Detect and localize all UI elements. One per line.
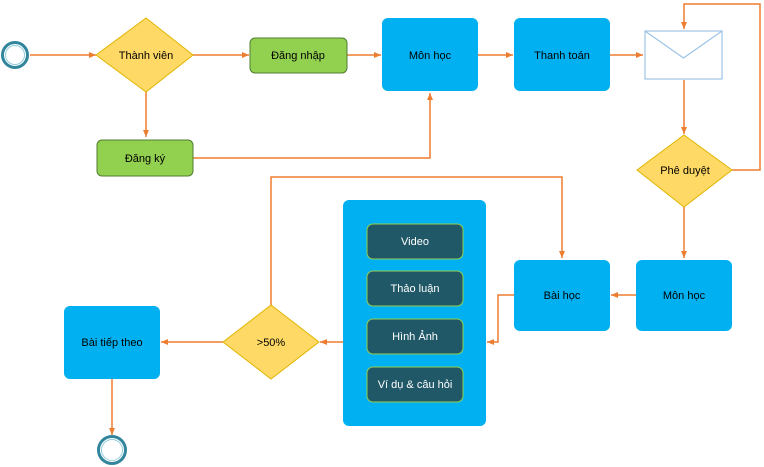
image-item: Hình Ảnh	[366, 318, 464, 355]
example-label: Ví dụ & câu hỏi	[378, 379, 453, 391]
login-box: Đăng nhập	[249, 37, 348, 74]
connectors	[30, 3, 761, 435]
lesson-box: Bài học	[514, 260, 610, 331]
arrow-approve-loop	[681, 3, 761, 171]
next-lesson-box: Bài tiếp theo	[64, 306, 160, 379]
member-label: Thành viên	[119, 50, 173, 62]
next-lesson-label: Bài tiếp theo	[81, 337, 142, 349]
course-bottom-label: Môn học	[663, 290, 706, 302]
discussion-item: Thảo luận	[366, 270, 464, 307]
video-item: Video	[366, 223, 464, 260]
start-event-icon	[1, 41, 29, 69]
image-label: Hình Ảnh	[392, 330, 438, 343]
lesson-content-group: Video Thảo luận Hình Ảnh Ví dụ & câu hỏi	[343, 200, 486, 426]
threshold-decision: >50%	[222, 304, 320, 380]
end-event-icon	[97, 435, 127, 465]
register-label: Đăng ký	[125, 153, 166, 165]
course-box-top: Môn học	[382, 18, 478, 91]
course-top-label: Môn học	[409, 50, 452, 62]
envelope-icon	[644, 30, 723, 80]
member-decision: Thành viên	[95, 17, 194, 93]
approve-label: Phê duyệt	[660, 165, 710, 177]
threshold-label: >50%	[257, 337, 286, 349]
example-item: Ví dụ & câu hỏi	[366, 366, 464, 403]
discussion-label: Thảo luận	[391, 283, 440, 295]
approve-decision: Phê duyệt	[636, 134, 733, 208]
login-label: Đăng nhập	[271, 50, 325, 62]
arrow-threshold-lesson	[270, 176, 565, 305]
payment-box: Thanh toán	[514, 18, 610, 91]
arrow-register-course	[193, 93, 433, 159]
lesson-label: Bài học	[544, 290, 581, 302]
course-box-bottom: Môn học	[636, 260, 732, 331]
register-box: Đăng ký	[96, 139, 194, 177]
arrow-lesson-group	[487, 294, 514, 345]
video-label: Video	[401, 236, 429, 248]
payment-label: Thanh toán	[534, 50, 590, 62]
